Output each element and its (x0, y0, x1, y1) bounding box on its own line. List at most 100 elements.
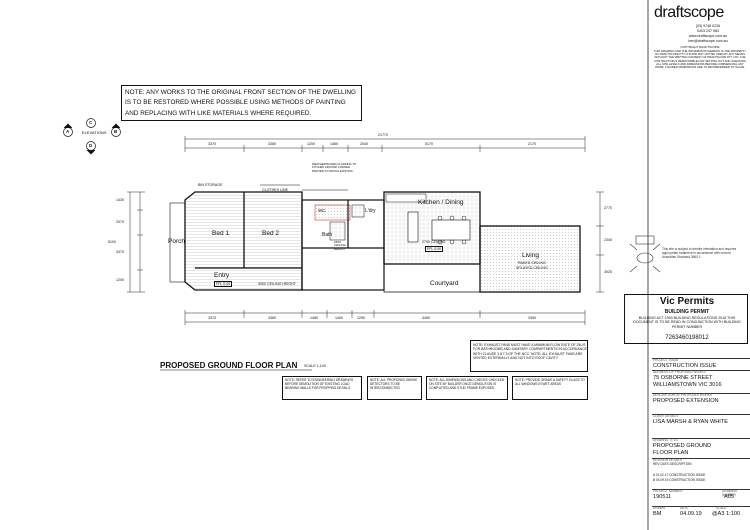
bottom-dim-2: 3380 (268, 316, 276, 320)
copyright-body: THIS DRAWING AND THE INFORMATION HEREON … (653, 49, 747, 70)
tb-divider (652, 358, 750, 359)
permit-number: 7263460198012 (665, 335, 709, 341)
tb-issue-caption: PROJECT ISSUE (653, 358, 679, 362)
kitchen-ffl-label: FFL 0.00 (425, 246, 444, 253)
note-box-smoke: NOTE: ALL PROPOSED SMOKE DETECTORS TO BE… (367, 376, 422, 400)
bottom-dim-6: 3450 (422, 316, 430, 320)
tb-address-line1: 75 OSBORNE STREET (653, 375, 713, 381)
note-engineering-text: NOTE: REFER TO ENGINEERING DRAWINGS BEFO… (285, 378, 354, 390)
elev-marker-b: B (114, 129, 118, 134)
tb-divider (652, 458, 750, 459)
left-dim-4: 8100 (108, 240, 116, 244)
tb-drawing-caption: DRAWING TITLE (653, 438, 678, 442)
right-dim-2: 2340 (604, 238, 612, 242)
room-kitchen-dining: Kitchen / Dining (418, 199, 464, 206)
room-living: Living (522, 252, 539, 259)
room-bed-1: Bed 1 (212, 230, 229, 237)
bottom-dim-3: 1490 (310, 316, 318, 320)
note-dimensions-text: NOTE: ALL DIMENSIONS AND CHECKS CHECKED … (429, 378, 505, 390)
tb-divider (652, 489, 750, 490)
tb-scale: @A3 1:100 (712, 511, 741, 517)
tb-description-caption: DESCRIPTION OF PROPOSED WORKS (653, 393, 712, 397)
top-dim-5: 2040 (360, 142, 368, 146)
brand-phone1: (03) 9748 0226 (695, 24, 721, 28)
elev-marker-d: D (89, 143, 93, 148)
entry-ffl: FFL 0.00 (214, 281, 233, 288)
courtyard-area (383, 226, 481, 293)
room-bath: Bath (322, 232, 333, 238)
exhaust-note-box: NOTE: EXHAUST FANS MUST HAVE A MINIMUM F… (470, 340, 588, 372)
top-dim-2: 3380 (268, 142, 276, 146)
top-dim-7: 2170 (528, 142, 536, 146)
room-porch: Porch (168, 238, 185, 245)
tb-divider (652, 414, 750, 415)
exhaust-note-text: NOTE: EXHAUST FANS MUST HAVE A MINIMUM F… (473, 343, 587, 360)
tb-drawn: BM (653, 511, 662, 517)
left-dim-1: 1430 (116, 198, 124, 202)
permit-stamp-title: Vic Permits (659, 296, 715, 307)
main-note-text: NOTE: ANY WORKS TO THE ORIGINAL FRONT SE… (125, 89, 356, 117)
top-dim-6: 5170 (425, 142, 433, 146)
elevations-label: ELEVATIONS (82, 130, 107, 135)
permit-stamp-subtitle: BUILDING PERMIT (664, 309, 710, 315)
tb-scale-caption: SCALE (716, 506, 727, 510)
room-bed-2: Bed 2 (262, 230, 279, 237)
copyright-title: COPYRIGHT DRAFTSCOPE (680, 45, 720, 49)
note-box-glass: NOTE: PROVIDE GRADE A SAFETY GLASS TO AL… (512, 376, 588, 400)
living-ceiling-label: RAKED CEILING (518, 261, 546, 265)
tb-date-caption: DATE (680, 506, 689, 510)
bottom-dim-7: 3390 (528, 316, 536, 320)
tb-divider (652, 393, 750, 394)
note-box-dimensions: NOTE: ALL DIMENSIONS AND CHECKS CHECKED … (426, 376, 508, 400)
tb-drawing-title-2: FLOOR PLAN (653, 450, 689, 456)
note-glass-text: NOTE: PROVIDE GRADE A SAFETY GLASS TO AL… (515, 378, 585, 386)
main-note-box: NOTE: ANY WORKS TO THE ORIGINAL FRONT SE… (121, 85, 362, 121)
brand-website[interactable]: www.draftscope.com.au (688, 34, 728, 38)
tb-client: LISA MARSH & RYAN WHITE (653, 419, 729, 425)
tb-project-number: 190511 (653, 494, 672, 500)
termite-sketch (629, 235, 661, 273)
tb-address-caption: ADDRESS OF PROPOSED WORKS (653, 370, 706, 374)
permit-stamp: Vic Permits BUILDING PERMIT BUILDING ACT… (624, 294, 748, 344)
clothes-line-label: CLOTHES LINE (262, 188, 288, 192)
brand-email[interactable]: ben@draftscope.com.au (688, 39, 728, 43)
tb-revision-a: A 21.02.17 CONSTRUCTION ISSUE (653, 473, 706, 477)
left-dim-2: 2070 (116, 220, 124, 224)
kitchen-ceiling-label: 2700 CEILING (422, 240, 446, 244)
brand-logo: draftscope (654, 4, 724, 21)
tb-project-number-caption: PROJECT NUMBER (653, 489, 683, 493)
tb-drawing-number: A05 (724, 494, 734, 500)
bottom-dim-1: 3370 (208, 316, 216, 320)
elev-marker-c: C (89, 120, 93, 125)
right-dim-3: 3020 (604, 270, 612, 274)
note-box-engineering: NOTE: REFER TO ENGINEERING DRAWINGS BEFO… (282, 376, 362, 400)
existing-front (169, 191, 303, 291)
living-ceiling-label-2: SPLAYED CEILING (516, 266, 548, 270)
tb-drawn-caption: DRAWN (653, 506, 665, 510)
drawing-title: PROPOSED GROUND FLOOR PLAN (160, 361, 298, 370)
brand-phone2: 0403 247 983 (697, 29, 719, 33)
tb-revision-caption: REVISION DETAILS (653, 458, 683, 462)
tb-divider (652, 370, 750, 371)
tb-address-line2: WILLIAMSTOWN VIC 3016 (653, 382, 722, 388)
entry-ceiling-label: 3000 CEILING HEIGHT (258, 282, 296, 286)
tb-divider (652, 438, 750, 439)
tb-date: 04.09.19 (680, 511, 702, 517)
tb-description: PROPOSED EXTENSION (653, 398, 719, 404)
bottom-dim-4: 1400 (335, 316, 343, 320)
top-dim-1: 3370 (208, 142, 216, 146)
top-dim-4: 1460 (330, 142, 338, 146)
bin-storage-label: BIN STORAGE (198, 183, 223, 187)
tb-revision-header: REV DATE DESCRIPTION (653, 462, 692, 466)
left-dim-3: 3470 (116, 250, 124, 254)
tb-revision-b: B 04.09.19 CONSTRUCTION ISSUE (653, 478, 706, 482)
weatherboard-note: WEATHER BOARD CLADDING TO KITCHEN AROUND… (312, 162, 357, 173)
top-dim-3: 1200 (307, 142, 315, 146)
elev-marker-a: A (66, 129, 70, 134)
tb-drawing-number-caption: DRAWING NUMBER (722, 489, 738, 497)
room-entry: Entry (214, 272, 230, 279)
living-room (479, 225, 581, 293)
tb-drawing-title-1: PROPOSED GROUND (653, 443, 712, 449)
drawing-scale: SCALE 1:100 (304, 364, 326, 368)
bath-ceiling-label: 2400 CEILING HEIGHT (334, 240, 347, 251)
